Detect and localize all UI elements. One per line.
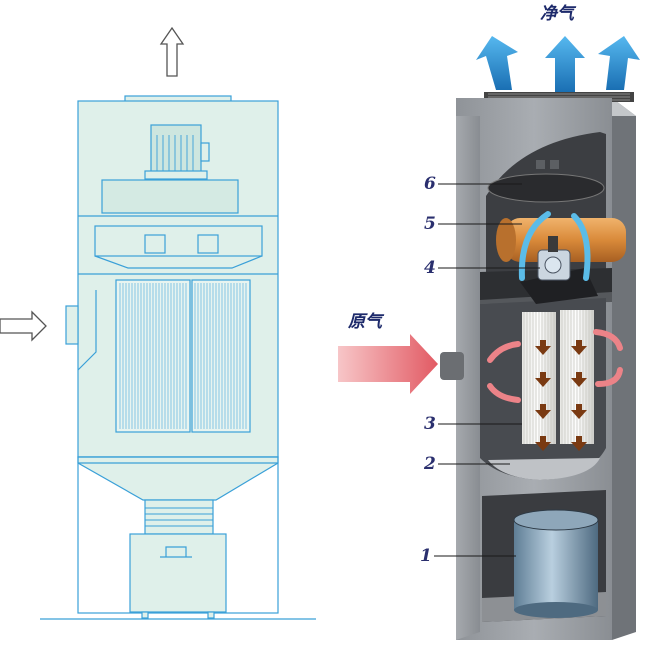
callout-leader-lines [434,183,540,557]
raw-air-inlet-pipe [440,352,464,380]
filter-flow-arrows [535,340,587,451]
airflow-curls [487,211,623,403]
raw-air-arrow [338,334,438,394]
schematic-inlet-flange [65,305,79,345]
schematic-fan-housing [94,225,263,257]
schematic-filter-pleats [119,283,247,429]
clean-air-caption: 净气 [540,4,574,24]
callout-5: 5 [424,214,436,234]
schematic-outlet-arrow [159,26,185,77]
callout-4: 4 [424,258,436,278]
raw-air-caption: 原气 [348,312,382,332]
schematic-dust-bin [129,533,227,613]
schematic-inlet-arrow [0,310,47,342]
clean-air-arrows [476,36,640,92]
callout-3: 3 [424,414,436,434]
cutaway-dust-drum [513,509,599,618]
schematic-motor-base [101,179,239,214]
schematic-flex-connector [144,499,214,535]
schematic-outline-drawing [40,95,316,620]
pulse-valve-assembly [520,236,598,304]
callout-6: 6 [424,174,436,194]
plenum-cap [487,173,605,203]
callout-1: 1 [420,546,432,566]
callout-2: 2 [424,454,436,474]
